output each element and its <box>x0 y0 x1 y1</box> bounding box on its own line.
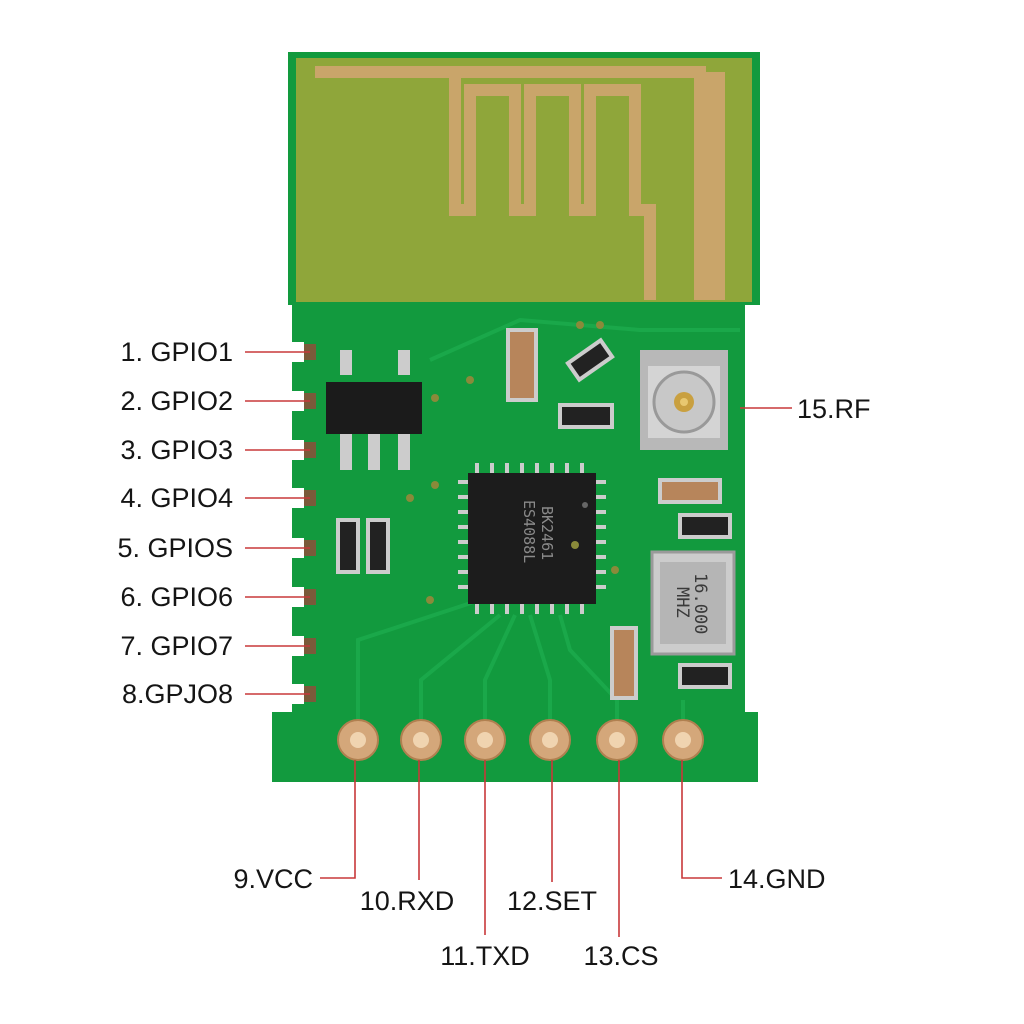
pin-label-12: 12.SET <box>507 886 597 916</box>
pin-label-5: 5. GPIOS <box>117 533 233 563</box>
crystal-oscillator: 16.000 MHZ <box>650 550 736 656</box>
pin-label-2: 2. GPIO2 <box>120 386 233 416</box>
pin-label-4: 4. GPIO4 <box>120 483 233 513</box>
leader-lines <box>245 351 792 937</box>
chip-marking-line1: BK2461 <box>538 506 556 560</box>
sot-ic <box>326 350 422 470</box>
pin-label-14: 14.GND <box>728 864 826 894</box>
main-chip: BK2461 ES4088L <box>458 463 606 614</box>
pcb-antenna <box>296 58 752 302</box>
chip-marking-line2: ES4088L <box>520 500 538 563</box>
pin-label-1: 1. GPIO1 <box>120 337 233 367</box>
pin-label-7: 7. GPIO7 <box>120 631 233 661</box>
passive-components <box>336 328 732 700</box>
pin-label-13: 13.CS <box>583 941 658 971</box>
pin-label-9: 9.VCC <box>233 864 313 894</box>
vias <box>406 321 619 604</box>
pin-labels: 1. GPIO1 2. GPIO2 3. GPIO3 4. GPIO4 5. G… <box>117 337 870 971</box>
pin-label-8: 8.GPJO8 <box>122 679 233 709</box>
crystal-marking-line1: 16.000 <box>690 573 710 634</box>
rf-connector <box>640 350 728 450</box>
crystal-marking-line2: MHZ <box>672 587 692 618</box>
pin-label-10: 10.RXD <box>360 886 455 916</box>
pin-label-3: 3. GPIO3 <box>120 435 233 465</box>
pin-label-6: 6. GPIO6 <box>120 582 233 612</box>
pin-label-15: 15.RF <box>797 394 871 424</box>
pin-label-11: 11.TXD <box>440 941 530 971</box>
